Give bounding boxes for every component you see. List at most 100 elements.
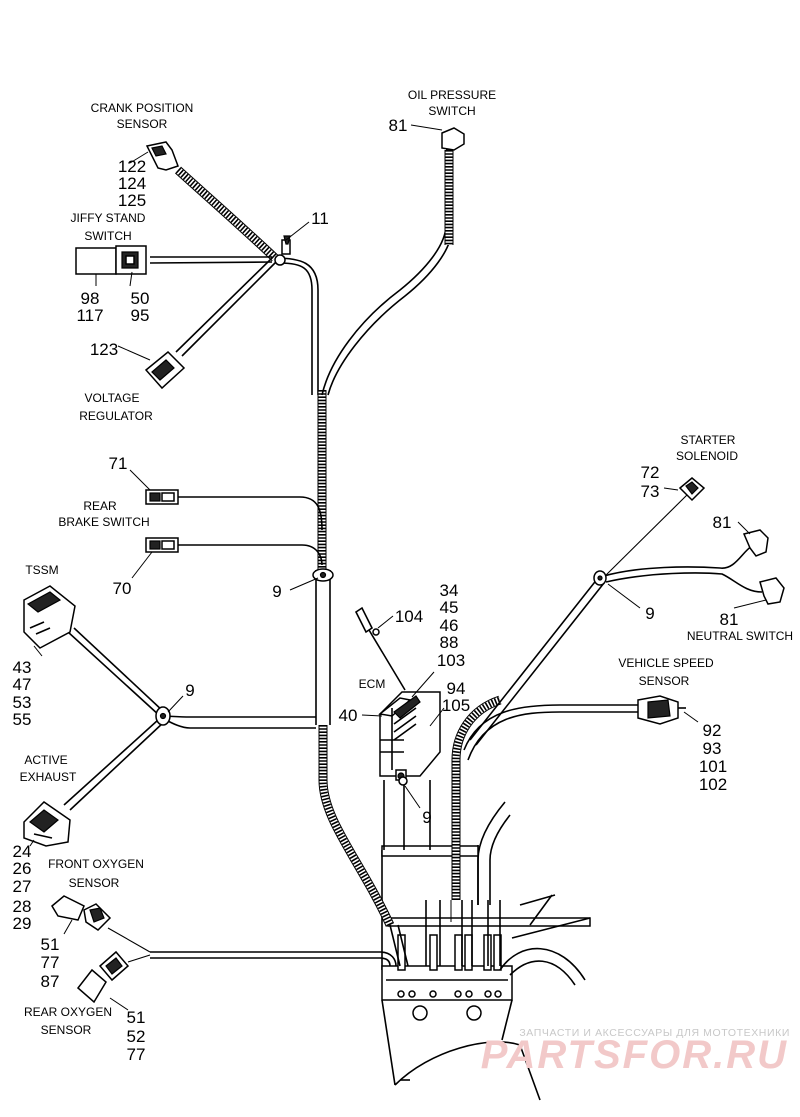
callout-numbers: 81 11 122 124 125 98 117 50 95 123 71 70… — [13, 116, 739, 1064]
label-voltage-regulator-line1: VOLTAGE — [85, 391, 140, 405]
label-neutral-switch: NEUTRAL SWITCH — [687, 629, 793, 643]
callout-51-front: 51 — [41, 935, 60, 954]
callout-81-neutral-bottom: 81 — [720, 610, 739, 629]
rear-oxygen-sensor-connector — [76, 950, 130, 1004]
label-rear-brake-switch-line2: BRAKE SWITCH — [58, 515, 149, 529]
callout-40: 40 — [339, 706, 358, 725]
label-oil-pressure-switch-line2: SWITCH — [428, 104, 475, 118]
rear-brake-switch-connector-lower — [145, 537, 179, 553]
label-vehicle-speed-sensor-line2: SENSOR — [639, 674, 690, 688]
component-labels: CRANK POSITION SENSOR OIL PRESSURE SWITC… — [20, 88, 793, 1037]
callout-9-mid: 9 — [185, 681, 194, 700]
part-104-lead — [354, 606, 406, 691]
callout-72: 72 — [641, 463, 660, 482]
callout-101: 101 — [699, 757, 727, 776]
callout-52-rear: 52 — [127, 1027, 146, 1046]
callout-104: 104 — [395, 607, 423, 626]
label-rear-oxygen-sensor-line1: REAR OXYGEN — [24, 1005, 112, 1019]
front-oxygen-sensor-connector — [51, 895, 112, 931]
callout-45: 45 — [440, 598, 459, 617]
callout-55: 55 — [13, 710, 32, 729]
vehicle-speed-sensor-connector — [637, 695, 686, 725]
starter-solenoid-connector — [678, 477, 706, 502]
label-active-exhaust-line2: EXHAUST — [20, 770, 77, 784]
label-vehicle-speed-sensor-line1: VEHICLE SPEED — [618, 656, 714, 670]
callout-28: 28 — [13, 897, 32, 916]
oil-pressure-switch-connector — [441, 127, 465, 151]
voltage-regulator-connector — [144, 350, 186, 390]
callout-122: 122 — [118, 157, 146, 176]
clip-9-right — [593, 570, 607, 586]
callout-71: 71 — [109, 454, 128, 473]
callout-93: 93 — [703, 739, 722, 758]
callout-92: 92 — [703, 721, 722, 740]
clip-11 — [274, 235, 291, 266]
frame-structure — [381, 780, 591, 1101]
label-crank-position-sensor-line2: SENSOR — [117, 117, 168, 131]
rear-brake-switch-connector-upper — [145, 489, 179, 505]
label-front-oxygen-sensor-line1: FRONT OXYGEN — [48, 857, 144, 871]
callout-27: 27 — [13, 877, 32, 896]
callout-117: 117 — [76, 306, 103, 325]
callout-51-rear: 51 — [127, 1008, 146, 1027]
label-jiffy-stand-switch-line1: JIFFY STAND — [71, 211, 146, 225]
watermark: ЗАПЧАСТИ И АКСЕССУАРЫ ДЛЯ МОТОТЕХНИКИ PA… — [481, 1027, 790, 1077]
label-active-exhaust-line1: ACTIVE — [24, 753, 67, 767]
watermark-tagline: ЗАПЧАСТИ И АКСЕССУАРЫ ДЛЯ МОТОТЕХНИКИ — [519, 1027, 790, 1039]
callout-87-front: 87 — [41, 972, 60, 991]
callout-47: 47 — [13, 675, 32, 694]
clip-9-mid — [155, 706, 171, 726]
callout-103: 103 — [437, 651, 465, 670]
callout-43: 43 — [13, 658, 32, 677]
label-tssm: TSSM — [25, 563, 58, 577]
callout-94: 94 — [447, 679, 466, 698]
callout-102: 102 — [699, 775, 727, 794]
ecm-module — [378, 691, 441, 781]
callout-88: 88 — [440, 633, 459, 652]
neutral-switch-connector-lower — [759, 577, 785, 605]
callout-123: 123 — [90, 340, 118, 359]
main-harness — [63, 150, 763, 967]
callout-77-rear: 77 — [127, 1045, 146, 1064]
callout-9-ecm: 9 — [422, 808, 431, 827]
leader-lines — [29, 124, 767, 1011]
label-starter-solenoid-line1: STARTER — [681, 433, 736, 447]
callout-98: 98 — [81, 289, 100, 308]
watermark-logo: PARTSFOR.RU — [481, 1033, 788, 1077]
label-rear-brake-switch-line1: REAR — [83, 499, 117, 513]
jiffy-stand-switch-connector — [75, 245, 147, 275]
callout-46: 46 — [440, 616, 459, 635]
label-front-oxygen-sensor-line2: SENSOR — [69, 876, 120, 890]
crank-position-sensor-connector — [145, 141, 179, 171]
callout-9-right: 9 — [645, 604, 654, 623]
active-exhaust-connector — [23, 801, 71, 847]
label-voltage-regulator-line2: REGULATOR — [79, 409, 153, 423]
label-oil-pressure-switch-line1: OIL PRESSURE — [408, 88, 496, 102]
callout-9-left: 9 — [272, 582, 281, 601]
callout-24: 24 — [13, 842, 32, 861]
callout-95: 95 — [131, 306, 150, 325]
label-jiffy-stand-switch-line2: SWITCH — [84, 229, 131, 243]
callout-81-neutral-top: 81 — [713, 513, 732, 532]
callout-81-oil: 81 — [389, 116, 408, 135]
label-rear-oxygen-sensor-line2: SENSOR — [41, 1023, 92, 1037]
tssm-module — [23, 585, 76, 649]
callout-77-front: 77 — [41, 953, 60, 972]
label-crank-position-sensor-line1: CRANK POSITION — [91, 101, 194, 115]
callout-125: 125 — [118, 191, 146, 210]
upper-left-branches — [149, 166, 279, 357]
callout-34: 34 — [440, 581, 459, 600]
callout-26: 26 — [13, 859, 32, 878]
clip-9-ecm — [398, 776, 408, 786]
callout-105: 105 — [442, 696, 470, 715]
callout-53: 53 — [13, 693, 32, 712]
callout-124: 124 — [118, 174, 146, 193]
callout-29: 29 — [13, 914, 32, 933]
neutral-switch-connector-upper — [742, 529, 769, 557]
label-ecm: ECM — [359, 677, 386, 691]
callout-50: 50 — [131, 289, 150, 308]
callout-70: 70 — [113, 579, 132, 598]
callout-11: 11 — [311, 209, 329, 228]
callout-73: 73 — [641, 482, 660, 501]
